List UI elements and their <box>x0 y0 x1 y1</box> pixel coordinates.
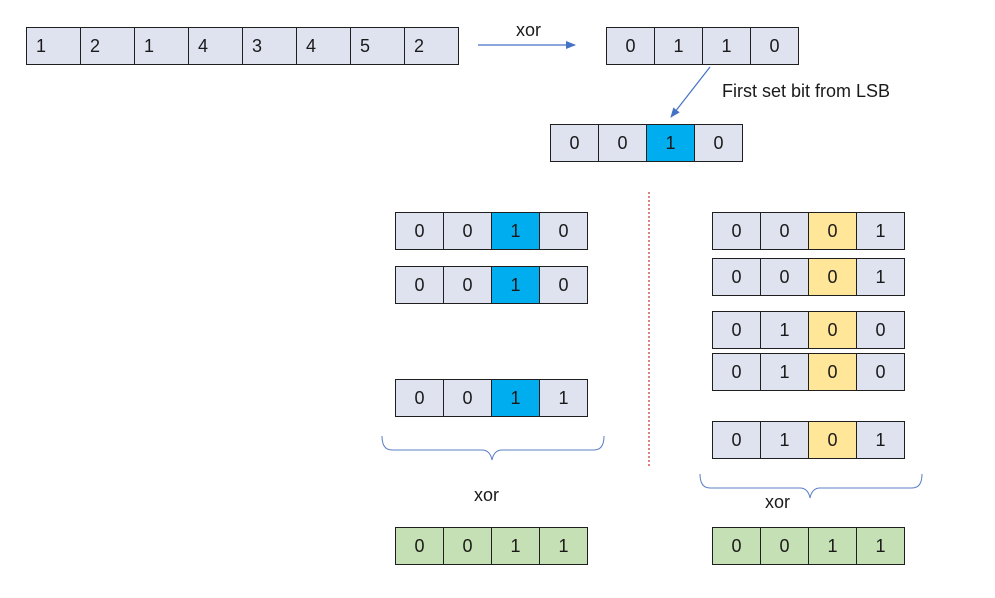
bit-cell: 0 <box>550 124 599 162</box>
right-group-row: 0 0 0 1 <box>712 258 905 296</box>
bit-cell: 1 <box>539 379 588 417</box>
bit-cell: 1 <box>856 212 905 250</box>
result-bit-cell: 1 <box>808 527 857 565</box>
bit-cell: 0 <box>443 266 492 304</box>
array-cell: 4 <box>188 27 243 65</box>
array-cell: 3 <box>242 27 297 65</box>
bit-cell: 0 <box>750 27 799 65</box>
bit-cell: 0 <box>443 379 492 417</box>
bit-cell: 1 <box>702 27 751 65</box>
result-bit-cell: 1 <box>491 527 540 565</box>
bit-cell: 0 <box>606 27 655 65</box>
input-array: 1 2 1 4 3 4 5 2 <box>26 27 459 65</box>
bit-cell: 1 <box>760 311 809 349</box>
set-bit-cell: 1 <box>491 379 540 417</box>
array-cell: 2 <box>80 27 135 65</box>
array-cell: 4 <box>296 27 351 65</box>
right-result: 0 0 1 1 <box>712 527 905 565</box>
set-bit-cell: 1 <box>646 124 695 162</box>
result-bit-cell: 0 <box>760 527 809 565</box>
right-group-row: 0 1 0 1 <box>712 421 905 459</box>
bit-cell: 0 <box>712 353 761 391</box>
bit-cell: 0 <box>712 311 761 349</box>
unset-bit-cell: 0 <box>808 258 857 296</box>
bit-cell: 0 <box>539 212 588 250</box>
result-bit-cell: 0 <box>395 527 444 565</box>
array-cell: 5 <box>350 27 405 65</box>
first-set-bit-arrow <box>670 66 711 118</box>
result-bit-cell: 1 <box>856 527 905 565</box>
first-set-bit-label: First set bit from LSB <box>722 81 891 101</box>
right-xor-label: xor <box>765 492 791 512</box>
unset-bit-cell: 0 <box>808 311 857 349</box>
bit-cell: 1 <box>856 258 905 296</box>
bit-cell: 1 <box>760 353 809 391</box>
array-cell: 1 <box>134 27 189 65</box>
left-xor-label: xor <box>474 485 500 505</box>
result-bit-cell: 0 <box>712 527 761 565</box>
result-bit-cell: 0 <box>443 527 492 565</box>
bit-cell: 0 <box>395 212 444 250</box>
set-bit-cell: 1 <box>491 212 540 250</box>
bit-cell: 1 <box>654 27 703 65</box>
bit-cell: 0 <box>712 421 761 459</box>
unset-bit-cell: 0 <box>808 212 857 250</box>
mask-bits: 0 0 1 0 <box>550 124 743 162</box>
bit-cell: 0 <box>539 266 588 304</box>
unset-bit-cell: 0 <box>808 421 857 459</box>
bit-cell: 0 <box>856 311 905 349</box>
array-cell: 1 <box>26 27 81 65</box>
left-result: 0 0 1 1 <box>395 527 588 565</box>
right-brace <box>699 473 923 499</box>
right-group-row: 0 1 0 0 <box>712 311 905 349</box>
bit-cell: 0 <box>712 258 761 296</box>
left-group-row: 0 0 1 0 <box>395 212 588 250</box>
bit-cell: 1 <box>760 421 809 459</box>
bit-cell: 0 <box>760 258 809 296</box>
result-bit-cell: 1 <box>539 527 588 565</box>
bit-cell: 0 <box>856 353 905 391</box>
left-group-row: 0 0 1 0 <box>395 266 588 304</box>
xor-result: 0 1 1 0 <box>606 27 799 65</box>
bit-cell: 0 <box>694 124 743 162</box>
bit-cell: 1 <box>856 421 905 459</box>
right-group-row: 0 1 0 0 <box>712 353 905 391</box>
bit-cell: 0 <box>598 124 647 162</box>
set-bit-cell: 1 <box>491 266 540 304</box>
right-group-row: 0 0 0 1 <box>712 212 905 250</box>
left-group-row: 0 0 1 1 <box>395 379 588 417</box>
xor-label-top: xor <box>516 20 542 40</box>
unset-bit-cell: 0 <box>808 353 857 391</box>
bit-cell: 0 <box>760 212 809 250</box>
bit-cell: 0 <box>443 212 492 250</box>
bit-cell: 0 <box>712 212 761 250</box>
array-cell: 2 <box>404 27 459 65</box>
left-brace <box>381 435 605 461</box>
bit-cell: 0 <box>395 379 444 417</box>
bit-cell: 0 <box>395 266 444 304</box>
